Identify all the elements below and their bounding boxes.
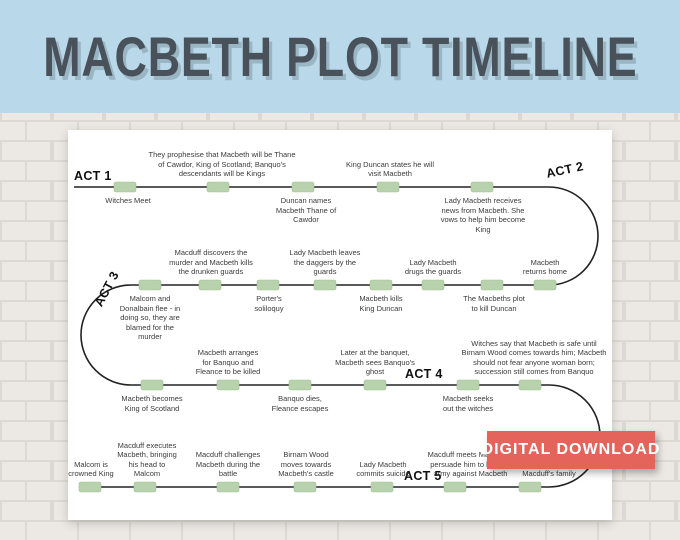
event-label: Witches Meet (105, 196, 151, 205)
act-4-label: ACT 4 (405, 367, 443, 381)
timeline-marker (288, 379, 312, 391)
event-label: Lady Macbeth leaves the daggers by the g… (289, 248, 361, 277)
timeline-marker (443, 481, 467, 493)
event-label: Birnam Wood moves towards Macbeth's cast… (278, 450, 334, 479)
event-label: Macduff executes Macbeth, bringing his h… (117, 440, 177, 479)
timeline-marker (78, 481, 102, 493)
timeline-marker (518, 481, 542, 493)
header-banner: MACBETH PLOT TIMELINE (0, 0, 680, 113)
event-label: Duncan names Macbeth Thane of Cawdor (275, 196, 337, 225)
event-label: Macduff challenges Macbeth during the ba… (195, 450, 261, 479)
timeline-marker (140, 379, 164, 391)
timeline-marker (138, 279, 162, 291)
digital-download-badge: DIGITAL DOWNLOAD (482, 431, 659, 469)
event-label: Lady Macbeth receives news from Macbeth.… (440, 196, 526, 234)
event-label: Malcom and Donalbain flee - in doing so,… (119, 294, 181, 342)
timeline-marker (370, 481, 394, 493)
timeline-marker (216, 481, 240, 493)
timeline-marker (313, 279, 337, 291)
timeline-marker (456, 379, 480, 391)
timeline-marker (133, 481, 157, 493)
timeline-marker (206, 181, 230, 193)
event-label: Banquo dies, Fleance escapes (271, 394, 329, 413)
timeline-graphic (74, 181, 601, 493)
timeline-marker (256, 279, 280, 291)
event-label: They prophesise that Macbeth will be Tha… (148, 150, 296, 179)
event-label: Later at the banquet, Macbeth sees Banqu… (335, 348, 415, 377)
timeline-marker (363, 379, 387, 391)
event-label: Malcom is crowned King (68, 459, 114, 479)
timeline-marker (293, 481, 317, 493)
timeline-marker (470, 181, 494, 193)
event-label: Lady Macbeth drugs the guards (404, 257, 462, 277)
event-label: Macbeth kills King Duncan (359, 294, 403, 313)
timeline-marker (369, 279, 393, 291)
event-label: Macbeth arranges for Banquo and Fleance … (195, 348, 261, 377)
timeline-marker (533, 279, 557, 291)
timeline-marker (291, 181, 315, 193)
event-label: Macduff meets Malcom to persuade him to … (427, 450, 514, 479)
digital-download-label: DIGITAL DOWNLOAD (481, 441, 661, 458)
event-label: King Duncan states he will visit Macbeth (346, 159, 434, 179)
timeline-marker (216, 379, 240, 391)
timeline-marker (376, 181, 400, 193)
event-label: Porter's soliloquy (254, 294, 284, 313)
timeline-marker (518, 379, 542, 391)
event-label: The Macbeths plot to kill Duncan (463, 294, 525, 313)
event-label: Lady Macbeth commits suicide (356, 459, 410, 479)
event-label: Macbeth returns home (522, 257, 568, 277)
timeline-marker (480, 279, 504, 291)
timeline-marker (421, 279, 445, 291)
act-5-label: ACT 5 (404, 469, 442, 483)
event-label: Witches say that Macbeth is safe until B… (461, 338, 607, 377)
event-label: Macbeth seeks out the witches (442, 394, 494, 413)
act-1-label: ACT 1 (74, 169, 112, 183)
timeline-marker (198, 279, 222, 291)
page-title: MACBETH PLOT TIMELINE (42, 25, 638, 88)
event-label: Macduff discovers the murder and Macbeth… (169, 248, 253, 277)
timeline-marker (113, 181, 137, 193)
event-label: Macbeth becomes King of Scotland (121, 394, 183, 413)
